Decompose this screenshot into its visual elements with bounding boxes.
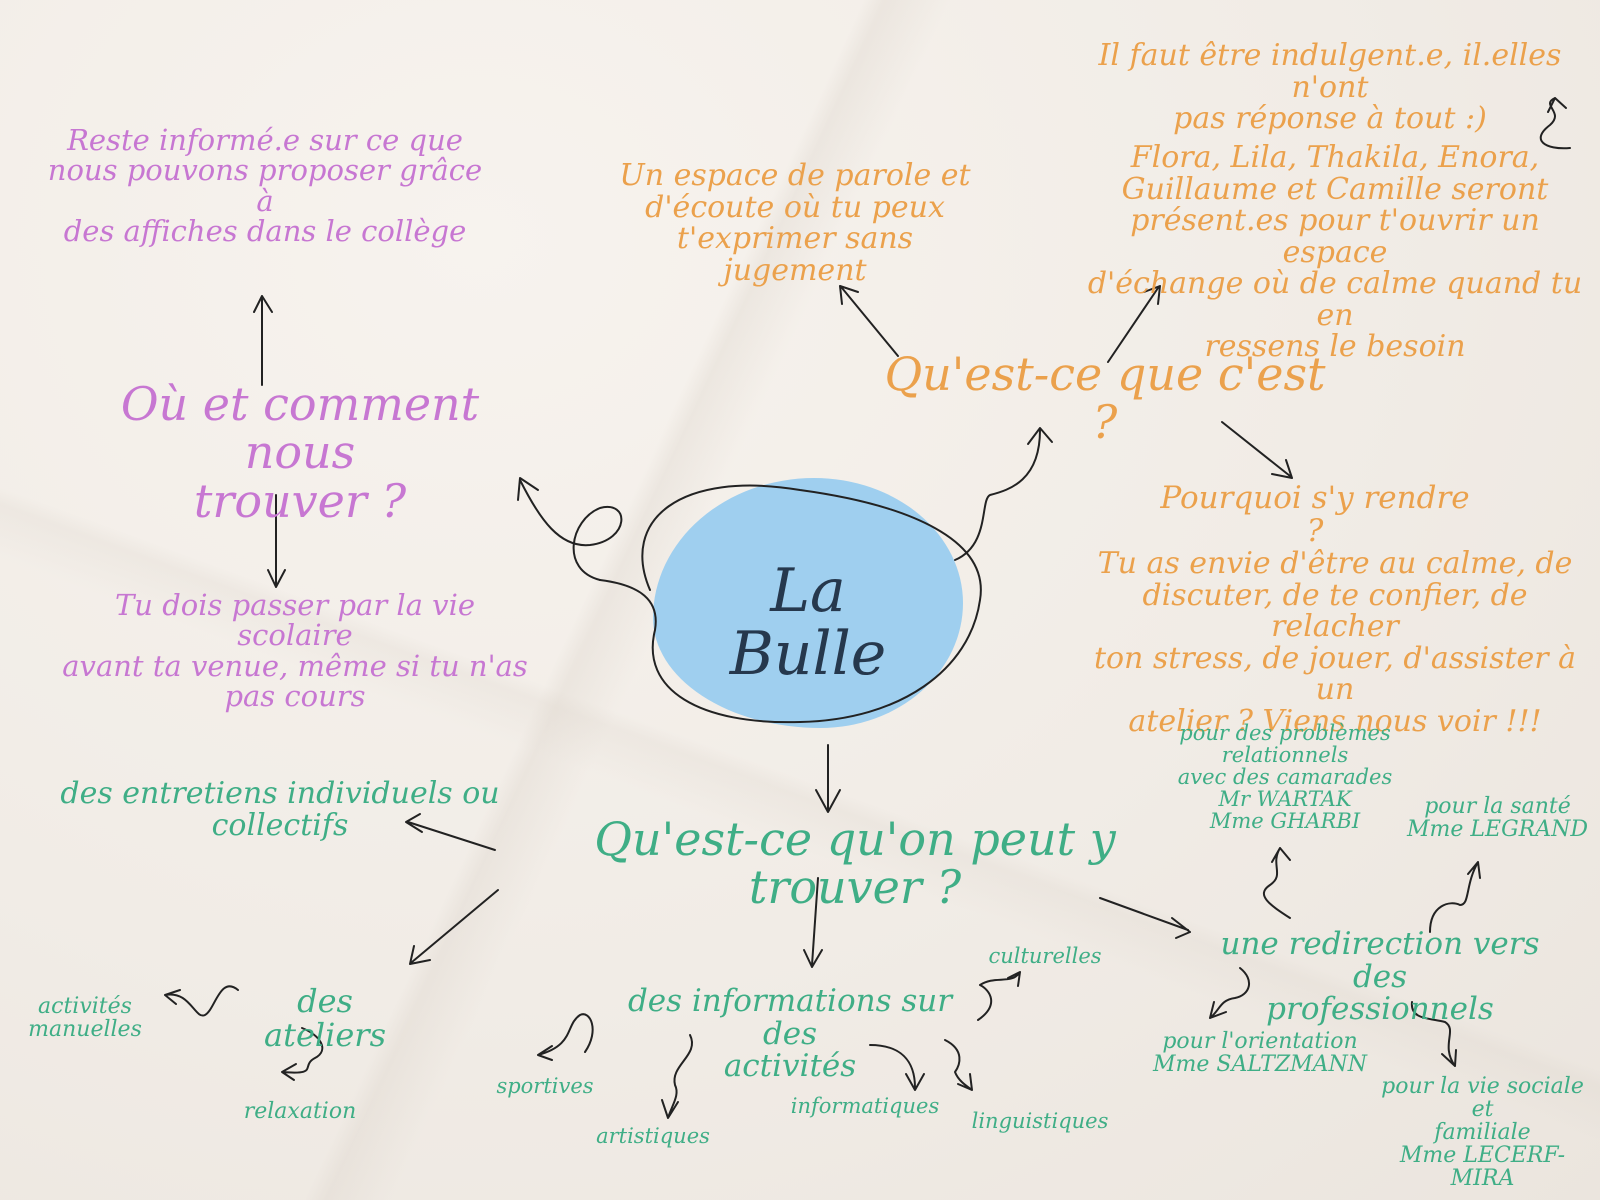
squiggle-sport [537,1013,594,1061]
arrow-find-pros [1099,897,1191,939]
what-space-text: Un espace de parole et d'écoute où tu pe… [619,158,971,288]
arrow-what [1027,427,1053,445]
what-team-text: Flora, Lila, Thakila, Enora, Guillaume e… [1087,140,1583,364]
squiggle-it [869,1044,925,1091]
squiggle-lang [944,1039,973,1091]
arrow-find [815,789,841,813]
what-indulgent-text: Il faut être indulgent.e, il.elles n'ont… [1098,38,1562,136]
where-info-text: Reste informé.e sur ce que nous pouvons … [47,123,483,249]
find-interviews-text: des entretiens individuels ou collectifs [60,776,500,843]
where-passage-text: Tu dois passer par la vie scolaire avant… [62,588,528,714]
pros-relational: pour des problèmes relationnels avec des… [1177,721,1393,834]
pros-social: pour la vie sociale et familiale Mme LEC… [1381,1074,1584,1192]
squiggle-manual [164,985,239,1017]
center-title: La Bulle [729,556,887,689]
where-heading: Où et comment nous trouver ? [120,377,480,528]
squiggle-relational [1262,847,1291,919]
squiggle-health [1429,861,1481,933]
squiggle-indulgent [1539,97,1571,150]
what-heading: Qu'est-ce que c'est ? [884,347,1326,450]
arrow-what-why [1221,421,1293,479]
center-loop [599,484,982,724]
arrow-find-activities [803,877,823,968]
arrow-where-up [253,295,273,386]
workshops-label: des ateliers [264,982,386,1054]
link-center-what [954,429,1041,561]
activities-sport: sportives [496,1074,594,1098]
pros-health: pour la santé Mme LEGRAND [1407,794,1588,843]
squiggle-culture [977,971,1021,1021]
activities-label: des informations sur des activités [627,983,953,1085]
activities-lang: linguistiques [971,1109,1109,1133]
arrow-where [517,477,539,501]
why-heading: Pourquoi s'y rendre ? [1160,480,1470,549]
arrow-what-space [839,285,899,357]
squiggle-relax [281,1027,324,1081]
activities-culture: culturelles [988,944,1102,968]
squiggle-orientation [1209,967,1250,1019]
activities-it: informatiques [790,1094,940,1118]
arrow-where-down [267,494,286,588]
why-text: Tu as envie d'être au calme, de discuter… [1093,546,1577,739]
squiggle-art [661,1034,693,1119]
center-blob [653,478,963,728]
link-center-where [519,479,623,581]
squiggle-social [1410,1001,1457,1067]
pros-orientation: pour l'orientation Mme SALTZMANN [1152,1029,1368,1078]
workshops-manual: activités manuelles [28,994,142,1043]
arrow-what-team [1107,285,1161,363]
activities-art: artistiques [596,1124,710,1148]
pros-label: une redirection vers des professionnels [1220,926,1540,1028]
arrow-find-interviews [405,813,496,851]
arrow-find-workshops [409,889,499,965]
find-heading: Qu'est-ce qu'on peut y trouver ? [594,812,1116,915]
workshops-relax: relaxation [243,1099,357,1124]
